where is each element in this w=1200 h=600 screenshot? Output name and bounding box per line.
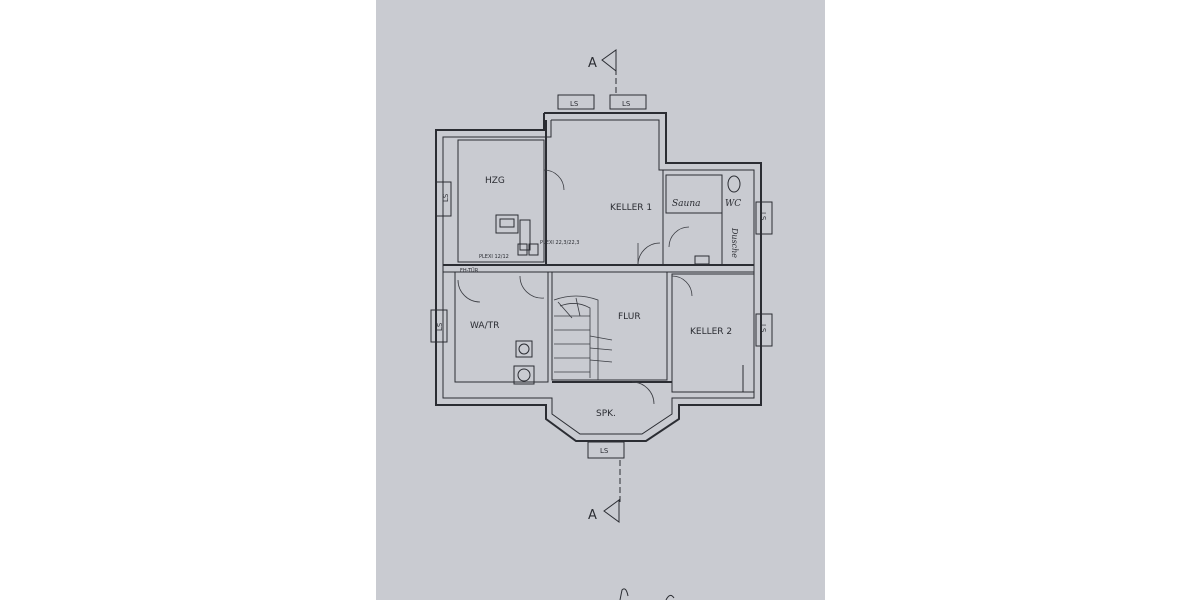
svg-text:LS: LS (436, 322, 444, 331)
flur-room-outline (551, 271, 668, 381)
annotation-plexi-right: PLEXI 22,3/22,3 (540, 240, 579, 246)
room-label-wc: WC (725, 199, 741, 209)
pen-scribble (619, 588, 629, 600)
hzg-room-outline (457, 139, 545, 263)
window-top-right: LS (609, 94, 647, 114)
pen-scribble-2 (665, 594, 675, 600)
svg-text:LS: LS (570, 100, 579, 108)
annotation-plexi-left: PLEXI 12/12 (479, 254, 509, 260)
section-arrow-bottom-icon (603, 499, 620, 523)
window-left-hzg: LS (435, 181, 452, 217)
floor-plan-paper: A A (376, 0, 825, 600)
room-label-sauna: Sauna (672, 199, 701, 209)
outer-walls (435, 112, 762, 442)
staircase (553, 295, 613, 380)
wa-tr-room-outline (454, 271, 549, 383)
svg-text:LS: LS (759, 212, 767, 221)
room-labels: HZG KELLER 1 Sauna WC Dusche WA/TR FLUR … (470, 176, 741, 419)
svg-text:LS: LS (600, 447, 609, 455)
annotation-fh-tuer: FH-TÜR (460, 267, 479, 274)
room-label-keller1: KELLER 1 (610, 203, 652, 213)
window-left-watr: LS (430, 309, 448, 343)
chimney-flue-1-icon (517, 243, 528, 256)
window-bottom-spk: LS (587, 441, 625, 459)
annotations: PLEXI 22,3/22,3 PLEXI 12/12 FH-TÜR (460, 240, 579, 274)
sauna-cabin (665, 174, 723, 214)
windows: LS LS LS LS LS (430, 94, 773, 459)
fixtures (495, 175, 741, 385)
svg-text:LS: LS (442, 193, 450, 202)
washing-machine-icon (513, 365, 535, 385)
boiler-unit-icon (495, 214, 519, 234)
shower-tray-icon (694, 255, 710, 265)
room-label-hzg: HZG (485, 176, 505, 186)
section-label-bottom: A (588, 508, 597, 523)
toilet-icon (727, 175, 741, 193)
svg-text:LS: LS (759, 324, 767, 333)
room-label-keller2: KELLER 2 (690, 327, 732, 337)
window-right-keller2: LS (755, 313, 773, 347)
room-label-wa-tr: WA/TR (470, 321, 499, 331)
section-marker-top: A (588, 49, 617, 95)
svg-text:LS: LS (622, 100, 631, 108)
room-label-dusche: Dusche (730, 227, 739, 258)
section-arrow-top-icon (601, 49, 617, 73)
chimney-flue-2-icon (528, 243, 539, 256)
keller2-room-outline (671, 273, 755, 393)
door-swings (457, 169, 693, 405)
room-label-flur: FLUR (618, 312, 641, 322)
dryer-icon (515, 340, 533, 358)
interior-walls (443, 120, 755, 393)
window-right-wc: LS (755, 201, 773, 235)
window-top-left: LS (557, 94, 595, 114)
pipe-riser-icon (519, 219, 531, 251)
section-label-top: A (588, 56, 597, 71)
floor-plan-drawing: A A (430, 49, 773, 600)
section-marker-bottom: A (588, 460, 621, 523)
room-label-spk: SPK. (596, 409, 616, 419)
